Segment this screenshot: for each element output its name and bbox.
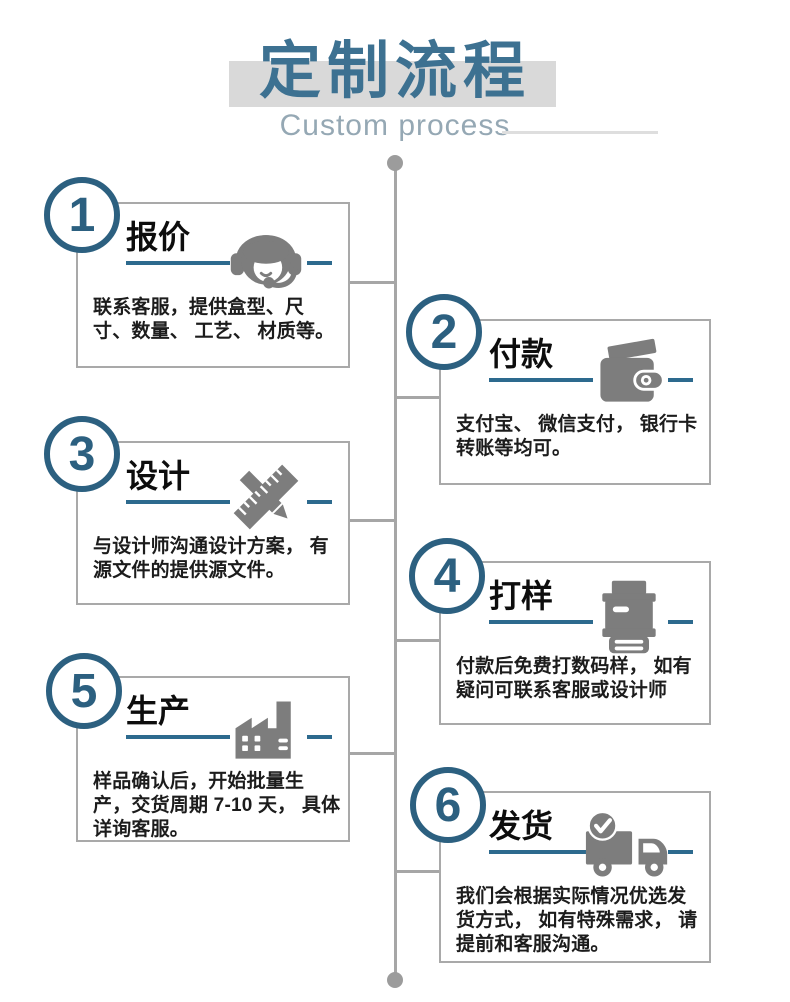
- step-description: 联系客服，提供盒型、尺寸、数量、 工艺、 材质等。: [93, 297, 335, 342]
- connector-step-2: [396, 396, 440, 399]
- step-title: 设计: [126, 458, 191, 494]
- step-number-badge: 6: [410, 767, 486, 843]
- timeline-start-dot: [387, 155, 403, 171]
- step-description: 我们会根据实际情况优选发货方式， 如有特殊需求， 请提前和客服沟通。: [456, 886, 698, 955]
- page-subtitle: Custom process: [279, 109, 511, 142]
- step-card-payment: 付款 支付宝、 微信支付， 银行卡转账等均可。: [439, 319, 711, 485]
- title-underline: [126, 261, 230, 265]
- step-number-badge: 4: [409, 538, 485, 614]
- step-number-badge: 5: [46, 653, 122, 729]
- ruler-pencil-icon: [226, 455, 306, 539]
- step-title: 打样: [489, 578, 554, 614]
- page-title: 定制流程: [258, 37, 531, 106]
- subtitle-divider: [502, 131, 658, 134]
- connector-step-4: [396, 639, 440, 642]
- accent-dash: [307, 735, 332, 739]
- step-card-shipping: 发货 我们会根据实际情况优选发货方式， 如有特殊需求， 请提前和客服沟通。: [439, 791, 711, 963]
- accent-dash: [668, 620, 693, 624]
- connector-step-6: [396, 870, 440, 873]
- step-title: 发货: [489, 808, 554, 844]
- step-number-badge: 3: [44, 416, 120, 492]
- title-underline: [126, 735, 230, 739]
- step-title: 报价: [126, 219, 191, 255]
- step-title: 付款: [489, 336, 554, 372]
- title-underline: [489, 850, 593, 854]
- timeline-end-dot: [387, 972, 403, 988]
- accent-dash: [668, 378, 693, 382]
- printer-icon: [589, 575, 669, 659]
- step-number-badge: 2: [406, 294, 482, 370]
- step-card-design: 设计: [76, 441, 350, 605]
- step-number-badge: 1: [44, 177, 120, 253]
- step-description: 样品确认后，开始批量生产，交货周期 7-10 天， 具体详询客服。: [93, 771, 341, 840]
- accent-dash: [307, 500, 332, 504]
- title-underline: [489, 378, 593, 382]
- connector-step-5: [349, 752, 395, 755]
- title-underline: [489, 620, 593, 624]
- step-description: 付款后免费打数码样， 如有疑问可联系客服或设计师: [456, 656, 692, 701]
- step-description: 与设计师沟通设计方案， 有源文件的提供源文件。: [93, 536, 329, 581]
- connector-step-1: [349, 281, 395, 284]
- factory-icon: [226, 690, 306, 774]
- wallet-icon: [589, 333, 669, 417]
- step-card-quote: 报价 联系客服，提供盒型、尺寸、数量、 工艺、 材质等。: [76, 202, 350, 368]
- truck-icon: [579, 811, 687, 883]
- connector-step-3: [349, 519, 395, 522]
- title-background-band: [229, 61, 556, 107]
- title-underline: [126, 500, 230, 504]
- timeline-line: [394, 163, 397, 980]
- step-card-production: 生产 样品确认后，开始批量生产，交货周期 7-10 天， 具体详询客服。: [76, 676, 350, 842]
- accent-dash: [668, 850, 693, 854]
- step-card-sample: 打样 付款后免费打数码样， 如有疑问可联系客服或设计师: [439, 561, 711, 725]
- accent-dash: [307, 261, 332, 265]
- step-description: 支付宝、 微信支付， 银行卡转账等均可。: [456, 414, 698, 459]
- step-title: 生产: [126, 693, 191, 729]
- headset-icon: [226, 216, 306, 300]
